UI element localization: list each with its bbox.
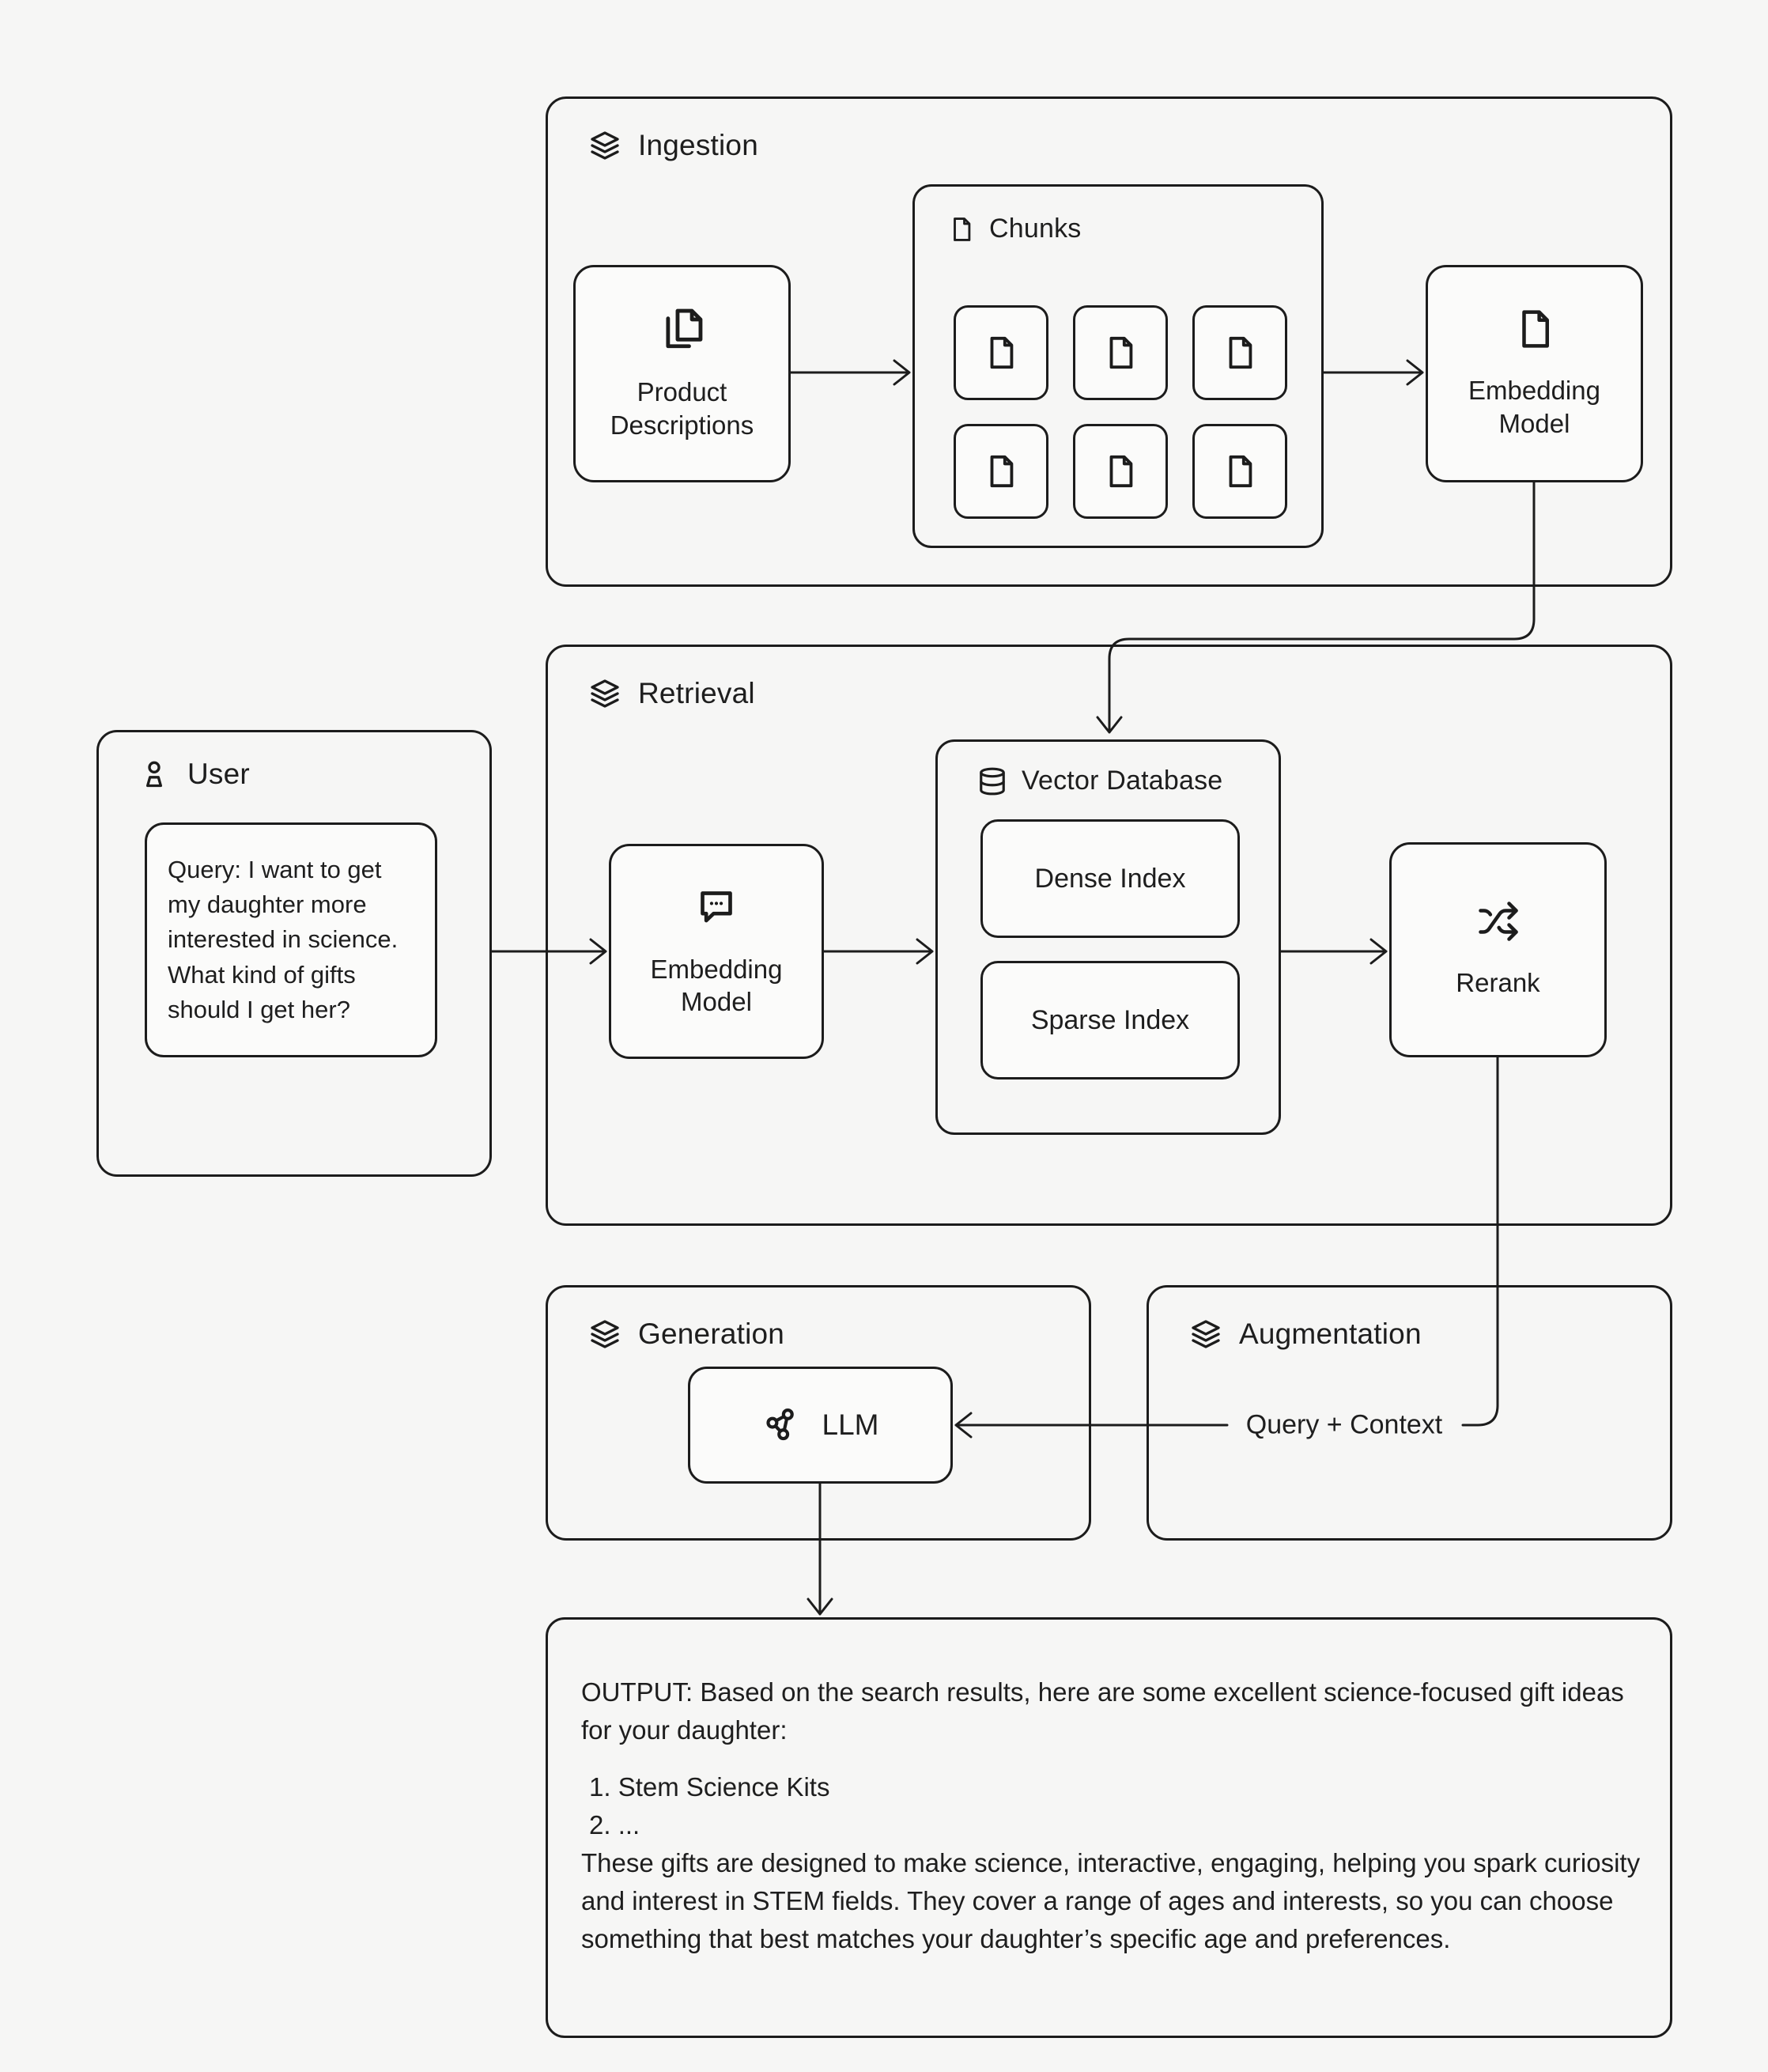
chat-bubble-icon (694, 885, 739, 929)
file-icon (948, 216, 975, 243)
output-list-item: 1. Stem Science Kits (589, 1772, 830, 1802)
file-icon (983, 453, 1019, 490)
product-descriptions-label: Product Descriptions (610, 377, 754, 440)
chunks-header: Chunks (948, 214, 1081, 244)
output-intro: OUTPUT: Based on the search results, her… (581, 1677, 1624, 1745)
user-query-text: Query: I want to get my daughter more in… (168, 856, 399, 1023)
user-header: User (138, 758, 250, 791)
embedding-model-retrieval-label: Embedding Model (650, 954, 783, 1016)
embedding-model-retrieval-node: Embedding Model (609, 844, 824, 1059)
file-icon (1102, 453, 1139, 490)
layers-icon (589, 1318, 621, 1350)
generation-title: Generation (638, 1318, 785, 1350)
dense-index-box: Dense Index (980, 819, 1240, 938)
output-panel: OUTPUT: Based on the search results, her… (546, 1617, 1672, 2038)
output-list-item: 2. ... (589, 1810, 640, 1839)
vector-database-title: Vector Database (1022, 766, 1223, 796)
chunk-tile (1192, 424, 1287, 519)
sparse-index-box: Sparse Index (980, 961, 1240, 1079)
file-icon (1102, 335, 1139, 371)
shuffle-icon (1477, 900, 1520, 943)
output-outro: These gifts are designed to make science… (581, 1848, 1641, 1953)
file-icon (1513, 308, 1556, 350)
ingestion-header: Ingestion (589, 129, 758, 162)
output-text: OUTPUT: Based on the search results, her… (581, 1673, 1642, 1958)
ingestion-title: Ingestion (638, 129, 758, 161)
product-descriptions-node: Product Descriptions (573, 265, 791, 482)
retrieval-header: Retrieval (589, 677, 755, 710)
file-icon (983, 335, 1019, 371)
dense-index-label: Dense Index (1034, 863, 1186, 894)
chunk-tile (954, 424, 1048, 519)
layers-icon (589, 678, 621, 709)
user-panel: User Query: I want to get my daughter mo… (96, 730, 492, 1177)
chunks-title: Chunks (989, 214, 1082, 244)
chunk-tile (1192, 305, 1287, 400)
query-context-label: Query + Context (1245, 1409, 1443, 1440)
network-icon (762, 1405, 802, 1445)
generation-header: Generation (589, 1318, 784, 1351)
sparse-index-label: Sparse Index (1030, 1004, 1190, 1035)
user-query-box: Query: I want to get my daughter more in… (145, 822, 437, 1057)
documents-icon (659, 306, 705, 352)
augmentation-header: Augmentation (1190, 1318, 1422, 1351)
database-icon (977, 766, 1007, 796)
chunk-tile (1073, 424, 1168, 519)
vector-database-header: Vector Database (977, 766, 1222, 796)
rerank-label: Rerank (1456, 968, 1540, 998)
embedding-model-ingestion-node: Embedding Model (1426, 265, 1643, 482)
person-icon (138, 758, 170, 790)
llm-label: LLM (822, 1408, 879, 1441)
llm-node: LLM (688, 1367, 953, 1484)
chunks-group: Chunks (912, 184, 1324, 548)
embedding-model-ingestion-label: Embedding Model (1468, 376, 1600, 438)
augmentation-panel: Augmentation (1147, 1285, 1672, 1541)
file-icon (1222, 335, 1258, 371)
vector-database-group: Vector Database Dense Index Sparse Index (935, 739, 1281, 1135)
rerank-node: Rerank (1389, 842, 1607, 1057)
augmentation-title: Augmentation (1239, 1318, 1422, 1350)
file-icon (1222, 453, 1258, 490)
chunk-tile (1073, 305, 1168, 400)
layers-icon (1190, 1318, 1222, 1350)
retrieval-title: Retrieval (638, 677, 755, 709)
user-title: User (187, 758, 250, 790)
layers-icon (589, 130, 621, 161)
chunk-tile (954, 305, 1048, 400)
